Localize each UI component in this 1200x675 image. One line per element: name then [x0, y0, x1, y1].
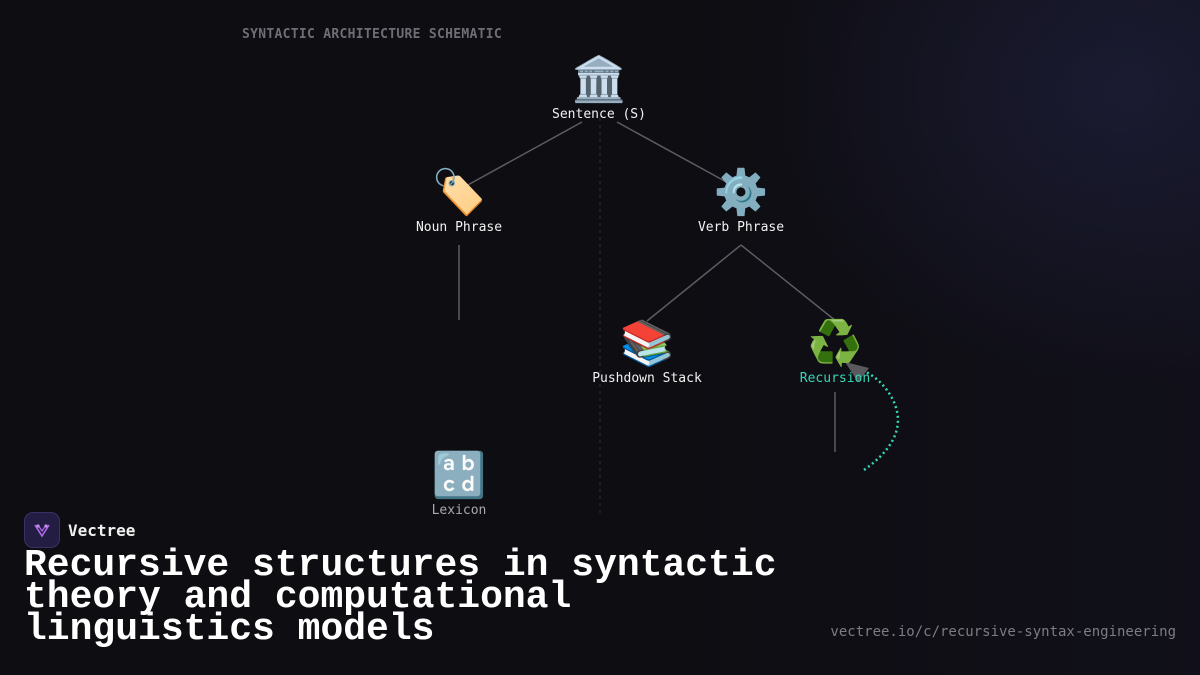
- brand-name: Vectree: [68, 520, 136, 540]
- brand[interactable]: Vectree: [24, 512, 135, 548]
- vectree-logo-icon: [24, 512, 60, 548]
- recycle-icon: ♻️: [807, 318, 863, 369]
- node-label: Noun Phrase: [415, 220, 503, 235]
- edge-verb-phrase-recursion: [740, 244, 837, 322]
- node-noun-phrase[interactable]: 🏷️ Noun Phrase: [379, 167, 539, 236]
- node-lexicon[interactable]: 🔡 Lexicon: [379, 450, 539, 519]
- node-label: Pushdown Stack: [592, 371, 702, 386]
- headline: Recursive structures in syntactic theory…: [24, 544, 777, 651]
- label-tag-icon: 🏷️: [431, 167, 487, 218]
- page-url[interactable]: vectree.io/c/recursive-syntax-engineerin…: [830, 624, 1176, 640]
- edge-sentence-verb-phrase: [616, 121, 731, 185]
- recursion-loop-arrow: [854, 365, 900, 472]
- books-icon: 📚: [619, 318, 675, 369]
- abcd-letters-icon: 🔡: [431, 450, 487, 501]
- edge-sentence-noun-phrase: [465, 121, 583, 187]
- node-label: Verb Phrase: [697, 220, 785, 235]
- node-pushdown-stack[interactable]: 📚 Pushdown Stack: [567, 318, 727, 387]
- node-sentence[interactable]: 🏛️ Sentence (S): [519, 54, 679, 123]
- node-label: Lexicon: [431, 503, 487, 518]
- edge-verb-phrase-pushdown-stack: [646, 244, 742, 322]
- classical-building-icon: 🏛️: [571, 54, 627, 105]
- node-recursion[interactable]: ♻️ Recursion: [755, 318, 915, 387]
- recursion-arrowhead: [845, 362, 869, 382]
- node-label: Recursion: [799, 371, 871, 386]
- gear-icon: ⚙️: [713, 167, 769, 218]
- schematic-label: SYNTACTIC ARCHITECTURE SCHEMATIC: [242, 27, 503, 42]
- node-verb-phrase[interactable]: ⚙️ Verb Phrase: [661, 167, 821, 236]
- node-label: Sentence (S): [552, 107, 646, 122]
